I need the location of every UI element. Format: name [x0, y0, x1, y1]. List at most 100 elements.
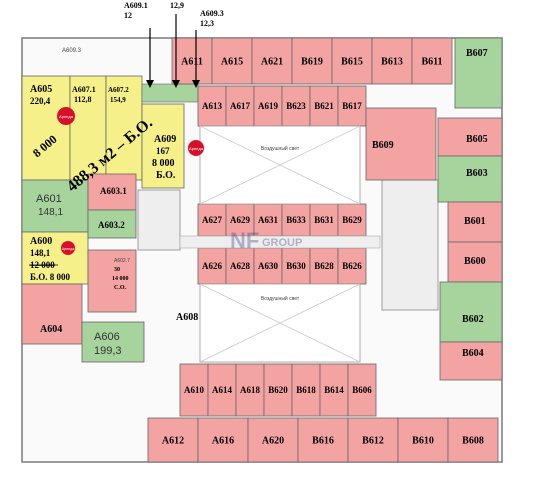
label-a608: А608: [176, 312, 198, 323]
room-a605[interactable]: [21, 75, 71, 181]
room-inner_mid1-5[interactable]: [337, 203, 367, 237]
label-top_row-4: В615: [341, 56, 363, 67]
area-a609: 167: [156, 146, 170, 156]
room-inner_top-5[interactable]: [337, 85, 367, 127]
room-inner_top-4[interactable]: [309, 85, 339, 127]
room-a609[interactable]: [141, 103, 185, 189]
label-top_row-2: А621: [261, 56, 283, 67]
label-inner_bot-6: В606: [352, 385, 372, 395]
label-bottom_row-3: В616: [312, 435, 334, 446]
core-right: [381, 179, 439, 311]
label-b607: В607: [466, 48, 488, 59]
top-label-129: 12,9: [170, 1, 184, 10]
room-top_row-3[interactable]: [291, 37, 333, 85]
room-b604[interactable]: [439, 341, 503, 381]
atrium-lower-label: Воздушный свет: [261, 295, 300, 302]
room-top_row-4[interactable]: [331, 37, 373, 85]
room-a6032[interactable]: [87, 209, 137, 239]
label-top_row-5: В613: [381, 56, 403, 67]
status-a6027: С.О.: [114, 285, 127, 291]
top-label-a6091-area: 12: [124, 11, 132, 20]
room-b605[interactable]: [437, 117, 503, 157]
area-a605: 220,4: [30, 96, 51, 106]
room-bottom_row-2[interactable]: [247, 417, 299, 463]
label-b604: В604: [462, 348, 484, 359]
room-a6027[interactable]: [87, 249, 137, 313]
atrium-upper-diag2: [199, 125, 361, 205]
room-top_row-6[interactable]: [411, 37, 453, 85]
label-inner_mid1-3: В633: [286, 215, 306, 225]
label-inner_mid1-0: А627: [202, 215, 222, 225]
room-bottom_row-4[interactable]: [347, 417, 399, 463]
svg-text:Аренда: Аренда: [62, 247, 74, 251]
room-top_row-2[interactable]: [251, 37, 293, 85]
arrow-2-head: [172, 80, 180, 88]
label-inner_bot-2: А618: [240, 385, 260, 395]
room-inner_mid1-0[interactable]: [197, 203, 227, 237]
label-b601: В601: [464, 216, 486, 227]
badge-rent-3: Аренда: [61, 241, 75, 255]
label-bottom_row-4: В612: [362, 435, 384, 446]
label-inner_top-2: А619: [258, 101, 278, 111]
room-b600[interactable]: [447, 241, 503, 283]
status-price-a600: Б.О. 8 000: [30, 272, 70, 282]
badge-rent-2: Аренда: [188, 140, 204, 156]
label-bottom_row-1: А616: [212, 435, 234, 446]
room-b601[interactable]: [447, 201, 503, 243]
room-inner_bot-5[interactable]: [319, 363, 349, 417]
label-b605: В605: [466, 134, 488, 145]
label-inner_mid1-2: А631: [258, 215, 278, 225]
room-inner_bot-3[interactable]: [263, 363, 293, 417]
room-bottom_row-5[interactable]: [397, 417, 449, 463]
label-inner_mid2-4: В628: [314, 261, 334, 271]
room-top_row-0[interactable]: [171, 37, 213, 85]
label-a6032: А603.2: [98, 220, 125, 230]
area-a6071: 112,8: [74, 95, 92, 104]
price-a609: 8 000: [152, 158, 175, 169]
room-inner_top-3[interactable]: [281, 85, 311, 127]
room-b607[interactable]: [454, 37, 503, 109]
label-top_row-6: В611: [421, 56, 442, 67]
area-a6072: 154,9: [110, 96, 126, 104]
room-a606[interactable]: [81, 321, 145, 363]
corridor-center: [179, 235, 381, 249]
label-inner_bot-0: А610: [184, 385, 204, 395]
label-inner_top-1: А617: [230, 101, 250, 111]
room-bottom_row-0[interactable]: [147, 417, 199, 463]
room-inner_mid1-3[interactable]: [281, 203, 311, 237]
label-top_row-1: А615: [221, 56, 243, 67]
atrium-lower-diag2: [199, 283, 361, 363]
label-top_row-0: А611: [181, 56, 203, 67]
room-top_row-5[interactable]: [371, 37, 413, 85]
room-inner_top-2[interactable]: [253, 85, 283, 127]
room-inner_bot-0[interactable]: [179, 363, 209, 417]
room-bottom_row-3[interactable]: [297, 417, 349, 463]
room-a6071[interactable]: [69, 75, 107, 181]
room-top_row-1[interactable]: [211, 37, 253, 85]
label-a600: А600: [30, 236, 52, 247]
room-b609[interactable]: [365, 107, 437, 181]
room-b603[interactable]: [437, 155, 503, 203]
label-inner_mid2-1: А628: [230, 261, 250, 271]
room-bottom_row-6[interactable]: [447, 417, 499, 463]
room-a6072[interactable]: [105, 75, 143, 181]
label-bottom_row-6: В608: [462, 435, 484, 446]
room-inner_bot-6[interactable]: [347, 363, 377, 417]
label-inner_top-0: А613: [202, 101, 222, 111]
room-inner_top-1[interactable]: [225, 85, 255, 127]
label-b600: В600: [464, 256, 486, 267]
label-inner_bot-4: В618: [296, 385, 316, 395]
room-b602[interactable]: [439, 281, 503, 343]
label-inner_mid2-0: А626: [202, 261, 222, 271]
label-inner_mid1-4: В631: [314, 215, 334, 225]
area-a601: 148,1: [38, 207, 63, 218]
room-bottom_row-1[interactable]: [197, 417, 249, 463]
room-inner_bot-1[interactable]: [207, 363, 237, 417]
atrium-upper-label: Воздушный свет: [261, 145, 300, 152]
room-a604[interactable]: [21, 283, 83, 345]
room-a601[interactable]: [21, 179, 89, 233]
